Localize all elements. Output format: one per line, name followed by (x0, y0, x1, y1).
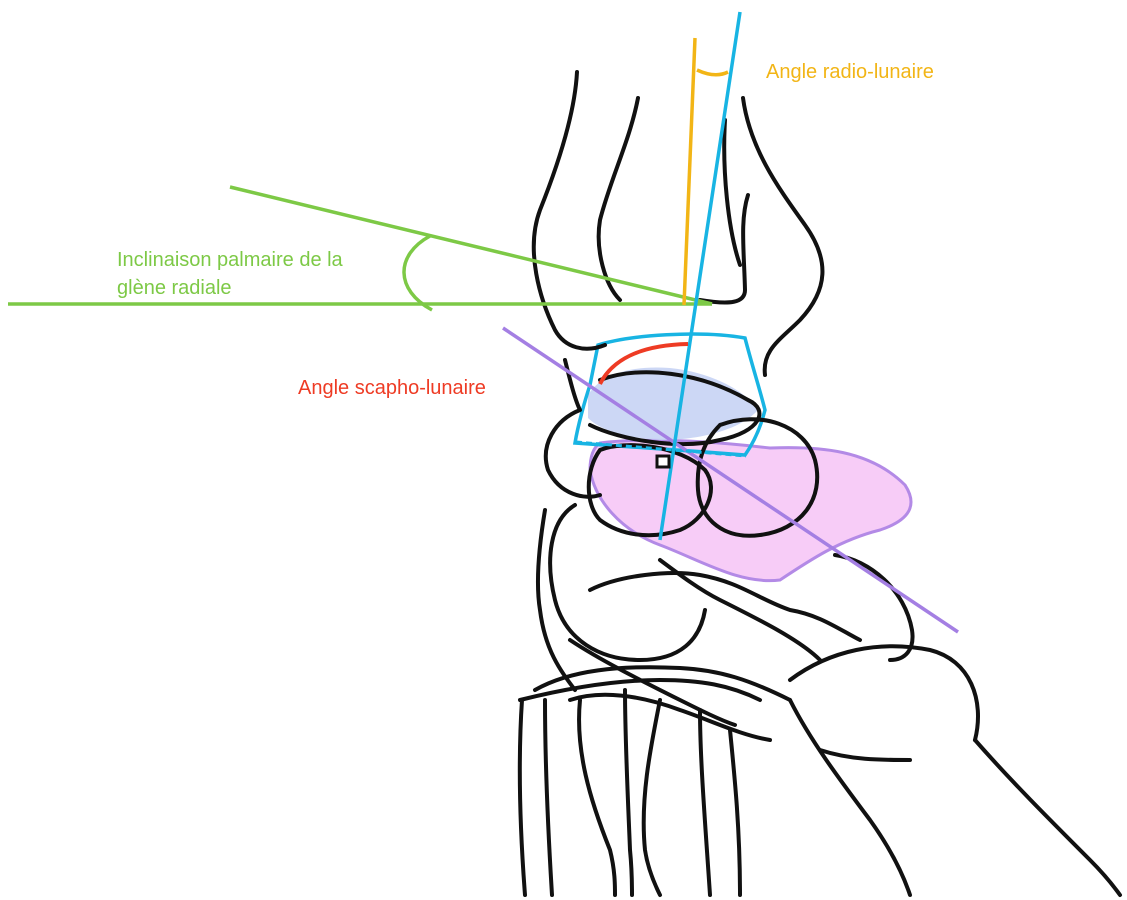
metacarpal-base-3 (570, 695, 770, 740)
metacarpal-shaft-1 (520, 700, 525, 895)
radius-axis-line (684, 38, 695, 305)
metacarpal-shaft-3 (579, 700, 615, 895)
palmar-tilt-label-line2: glène radiale (117, 277, 232, 299)
palmar-tilt-arc (404, 236, 432, 310)
ulna-inner-outline (724, 120, 740, 265)
radius-outline (534, 72, 605, 349)
radial-glenoid-tangent-line (230, 187, 712, 304)
radio-lunate-angle-label: Angle radio-lunaire (766, 61, 934, 83)
scaphoid-bone (590, 440, 911, 580)
carpal-row-outline (590, 573, 860, 640)
thumb-outer-outline (975, 740, 1120, 895)
radius-distal-outline (700, 195, 748, 303)
thumb-metacarpal-outline (790, 700, 910, 895)
scapholunate-angle-label: Angle scapho-lunaire (298, 377, 486, 399)
metacarpal-shaft-7 (730, 730, 740, 895)
ulna-outline (743, 98, 822, 375)
metacarpal-shaft-2 (545, 700, 552, 895)
metacarpal-shaft-6 (700, 710, 710, 895)
pisiform-outline (835, 555, 913, 660)
thumb-inner-outline (820, 750, 910, 760)
rotation-center-marker (657, 456, 669, 467)
radio-lunate-arc (697, 70, 728, 75)
radius-inner-outline (599, 98, 638, 300)
metacarpal-shaft-5 (644, 700, 660, 895)
palmar-tilt-label-line1: Inclinaison palmaire de la (117, 249, 344, 271)
metacarpal-shaft-4 (625, 690, 632, 895)
